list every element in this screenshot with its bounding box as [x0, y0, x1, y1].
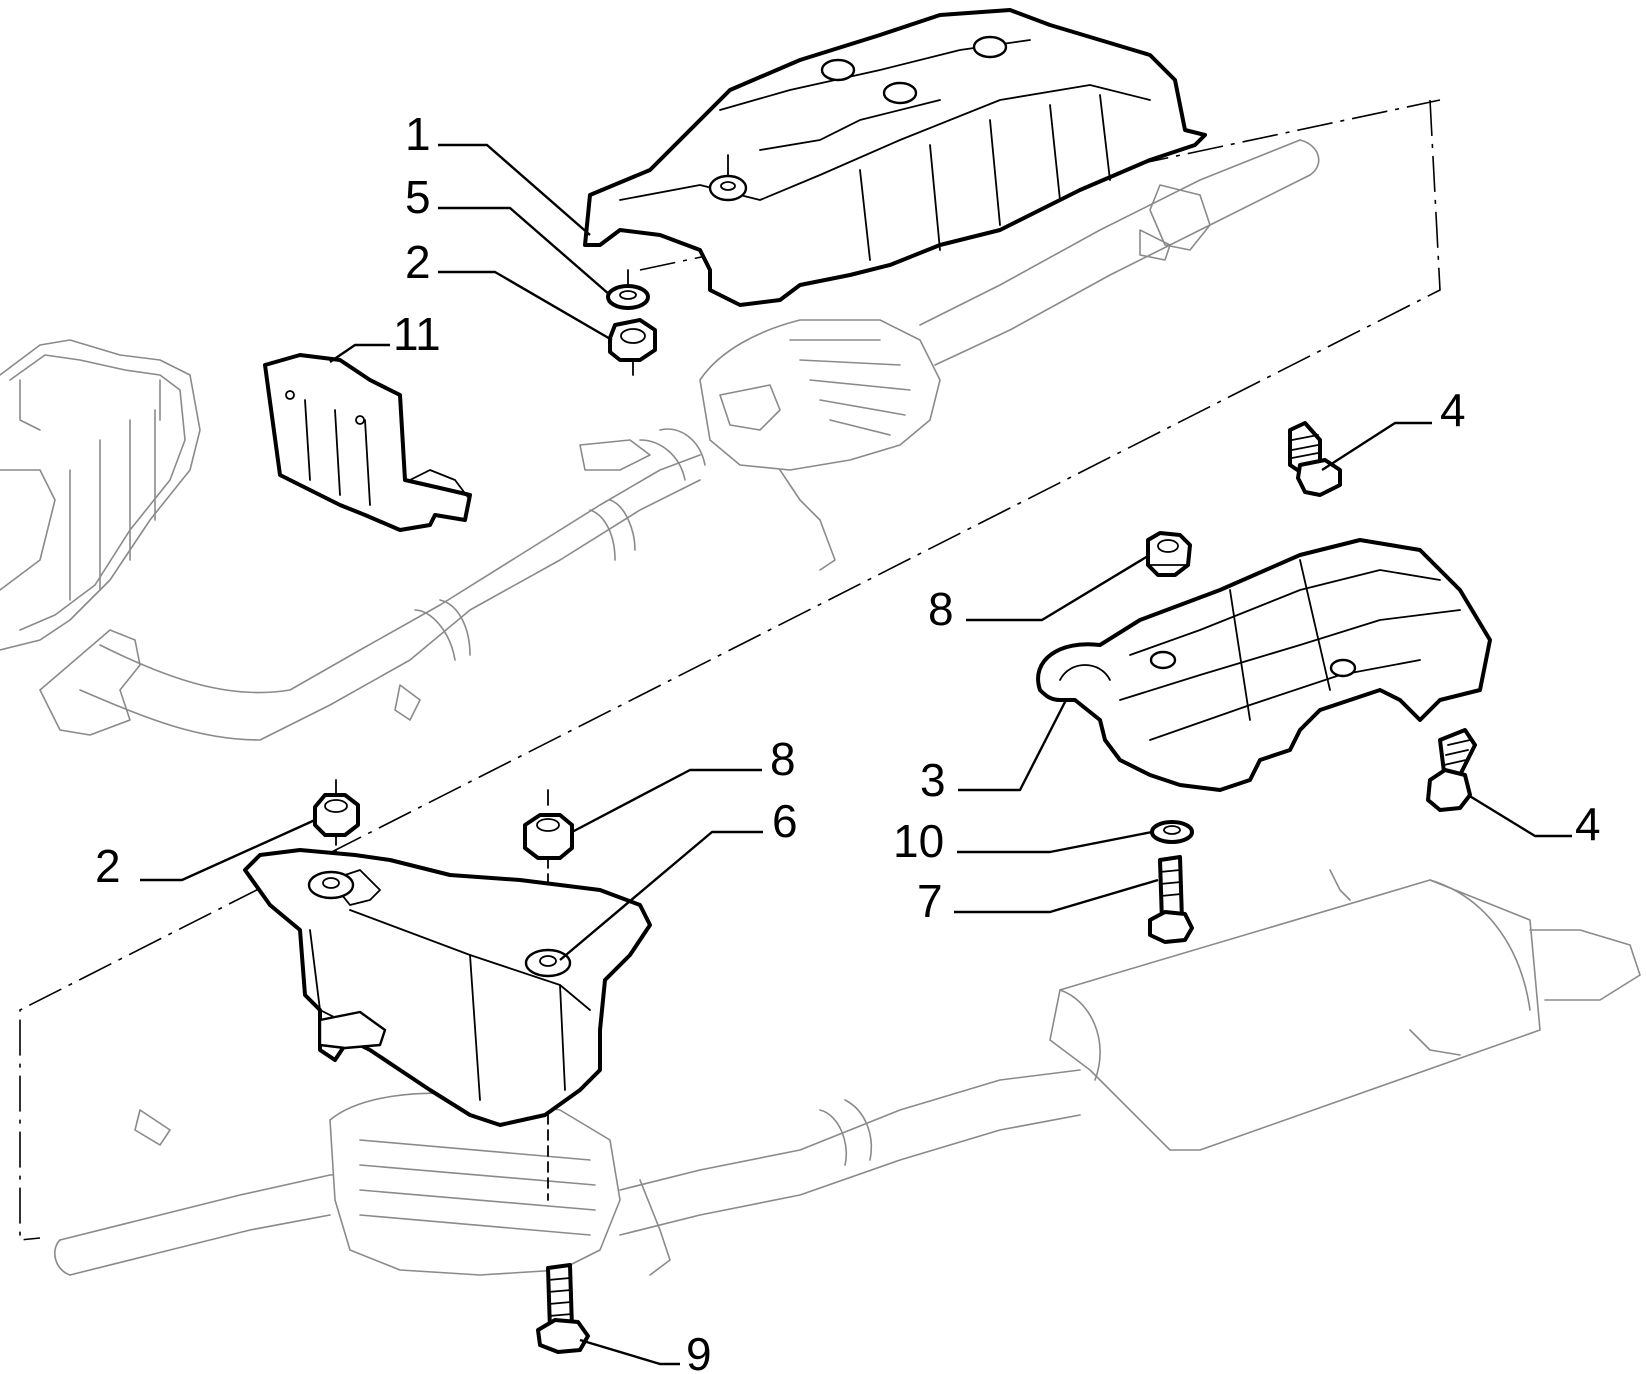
callout-4-right: 4 — [1575, 798, 1601, 850]
lower-heat-shield-part-6 — [243, 848, 652, 1127]
callout-8-mid: 8 — [770, 733, 796, 785]
callout-3: 3 — [920, 754, 946, 806]
callout-2-top: 2 — [405, 236, 431, 288]
washer-part-10 — [1150, 820, 1194, 844]
leader-1 — [438, 143, 591, 236]
leader-lines — [140, 143, 1572, 1366]
nut-part-2-top — [608, 318, 657, 376]
leader-8-mid — [571, 768, 762, 834]
callout-8-right: 8 — [928, 583, 954, 635]
callout-4-top: 4 — [1440, 384, 1466, 436]
leader-4-top — [1321, 421, 1432, 472]
bolt-part-7 — [1148, 855, 1194, 944]
callout-labels: 1 5 2 11 4 8 3 10 7 4 8 6 2 9 — [95, 108, 1601, 1374]
front-pipe-ghost — [39, 439, 701, 741]
leader-5 — [438, 206, 611, 296]
leader-9 — [579, 1338, 680, 1366]
callout-10: 10 — [893, 815, 944, 867]
leader-6 — [559, 830, 763, 961]
callout-9: 9 — [686, 1328, 712, 1374]
leader-10 — [957, 830, 1153, 854]
upper-heat-shield-part-1 — [583, 8, 1207, 307]
front-catalyst-ghost — [639, 319, 941, 571]
small-heat-shield-part-11 — [263, 353, 472, 532]
leader-8-right — [966, 554, 1149, 622]
callout-2-left: 2 — [95, 840, 121, 892]
leader-4-right — [1467, 793, 1572, 838]
spacer-part-8-right — [1146, 531, 1192, 577]
oil-pan-ghost — [0, 339, 201, 651]
bolt-part-4-top — [1288, 421, 1342, 497]
callout-7: 7 — [917, 875, 943, 927]
leader-2-top — [438, 270, 613, 342]
spacer-part-8-mid — [523, 789, 574, 860]
intermediate-pipe-ghost — [919, 139, 1320, 366]
callout-5: 5 — [405, 171, 431, 223]
washer-part-5 — [606, 269, 650, 310]
leader-3 — [958, 699, 1068, 792]
callout-11: 11 — [393, 308, 441, 360]
callout-6: 6 — [772, 795, 798, 847]
bolt-part-9 — [536, 1263, 590, 1354]
leader-11 — [329, 343, 390, 363]
bolt-part-4-right — [1426, 728, 1477, 812]
leader-7 — [954, 878, 1159, 914]
rear-pipe-and-muffler-ghost — [54, 869, 1641, 1276]
right-heat-shield-part-3 — [1036, 538, 1492, 792]
leader-2-left — [140, 818, 316, 882]
callout-1: 1 — [405, 108, 431, 160]
